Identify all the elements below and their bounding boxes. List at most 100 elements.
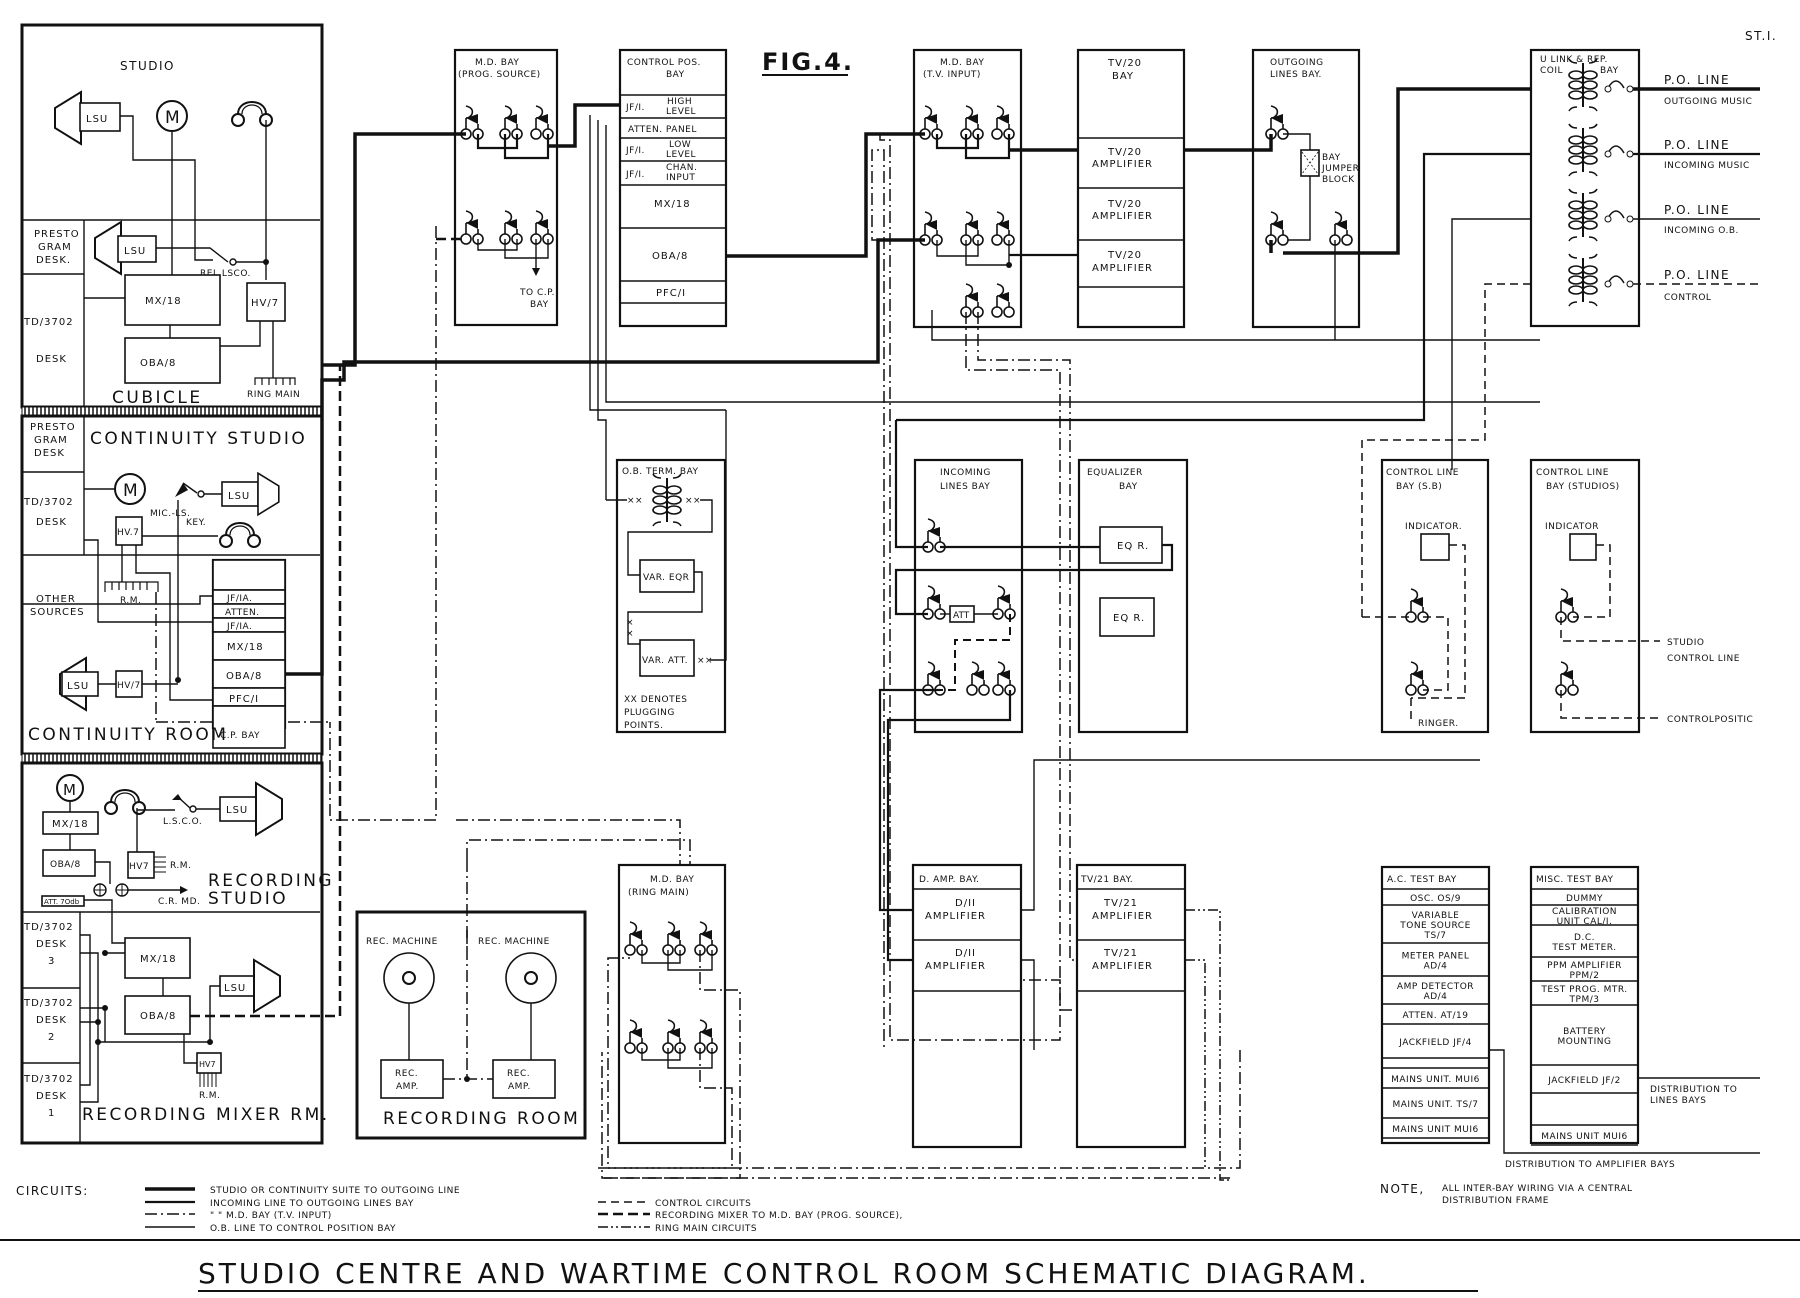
- bay-subtitle: BAY: [1112, 71, 1134, 82]
- bay-title: TV/21 BAY.: [1080, 875, 1133, 885]
- cp-row-sub: CHAN.: [666, 163, 697, 173]
- note-text: ALL INTER-BAY WIRING VIA A CENTRAL: [1442, 1184, 1633, 1194]
- cp-pfc1-label: PFC/I: [229, 694, 259, 705]
- cp-jf1a-label: JF/IA.: [226, 594, 252, 604]
- headphones-icon: [219, 522, 261, 548]
- test-bay-row-label: JACKFIELD JF/4: [1398, 1038, 1472, 1048]
- amp-label: AMPLIFIER: [925, 911, 986, 922]
- other-sources-label-2: SOURCES: [30, 607, 85, 618]
- lsu-label: LSU: [226, 805, 248, 816]
- desk2-label-1: TD/3702: [23, 998, 74, 1009]
- rm-label: R.M.: [120, 596, 141, 606]
- bay-title: D. AMP. BAY.: [919, 875, 980, 885]
- speaker-icon: [253, 959, 281, 1013]
- plug-point-mark: ×: [626, 629, 634, 639]
- test-bay-row-label: MOUNTING: [1557, 1037, 1611, 1047]
- rec-amp-label: AMP.: [396, 1082, 419, 1092]
- control-line-bay-studios: CONTROL LINE BAY (STUDIOS) INDICATOR STU…: [1529, 458, 1753, 734]
- hv7-label: HV.7: [117, 528, 139, 538]
- figure-label: FIG.4.: [762, 48, 854, 76]
- plug-point-mark: ×: [626, 618, 634, 628]
- legend: CIRCUITS: STUDIO OR CONTINUITY SUITE TO …: [16, 1184, 902, 1234]
- legend-item: STUDIO OR CONTINUITY SUITE TO OUTGOING L…: [210, 1186, 460, 1196]
- equalizer-bay: EQUALIZER BAY EQ R. EQ R.: [1077, 458, 1189, 734]
- bay-subtitle: (T.V. INPUT): [923, 70, 981, 80]
- mic-key-label-1: MIC.-LS.: [150, 509, 190, 519]
- recording-room: REC. MACHINE REC. MACHINE REC. AMP. REC.…: [355, 860, 587, 1140]
- lsu-label: LSU: [228, 491, 250, 502]
- rec-amp-label: REC.: [507, 1069, 530, 1079]
- test-bay-row-label: DUMMY: [1566, 894, 1603, 904]
- test-bay-row-label: AD/4: [1424, 962, 1448, 972]
- md-bay-tv-input: M.D. BAY (T.V. INPUT): [912, 48, 1023, 329]
- continuity-room-label: CONTINUITY ROOM: [28, 725, 228, 745]
- d-amp-bay: D. AMP. BAY. D/II AMPLIFIER D/II AMPLIFI…: [911, 863, 1023, 1149]
- desk2-label-2: DESK: [36, 1015, 67, 1026]
- cp-row-sub: HIGH: [667, 97, 692, 107]
- cp-stack: JF/IA. ATTEN. JF/IA. MX/18 OBA/8 PFC/I C…: [21, 558, 323, 764]
- bay-title: U LINK & REP.: [1540, 55, 1608, 65]
- amp-label: TV/20: [1107, 147, 1142, 158]
- cp-row-sub: LEVEL: [666, 150, 696, 160]
- test-bay-row-label: UNIT CAL/I.: [1557, 917, 1613, 927]
- lsu-label: LSU: [224, 983, 246, 994]
- bay-subtitle: LINES BAY: [940, 482, 990, 492]
- cp-row-label: JF/I.: [625, 103, 645, 113]
- amp-label: AMPLIFIER: [1092, 263, 1153, 274]
- test-bay-row-label: MAINS UNIT MUI6: [1541, 1132, 1627, 1142]
- att-label: ATT. 7Odb: [44, 898, 80, 906]
- po-line-label: P.O. LINE: [1664, 203, 1730, 217]
- rec-machine-label: REC. MACHINE: [478, 937, 550, 947]
- bay-subtitle: (PROG. SOURCE): [458, 70, 541, 80]
- test-bay-row-label: MAINS UNIT. MUI6: [1391, 1075, 1480, 1085]
- desk2-label-3: 2: [48, 1032, 55, 1043]
- bay-title: INCOMING: [940, 468, 991, 478]
- test-bay-row-label: METER PANEL: [1402, 952, 1470, 962]
- test-bay-row-label: MAINS UNIT MUI6: [1392, 1125, 1478, 1135]
- cubicle-label: CUBICLE: [112, 388, 203, 408]
- bay-title: A.C. TEST BAY: [1387, 875, 1457, 885]
- rec-amp-label: REC.: [395, 1069, 418, 1079]
- cp-row-label: JF/I.: [625, 170, 645, 180]
- mx18-label: MX/18: [140, 954, 177, 965]
- bay-title: CONTROL LINE: [1386, 468, 1459, 478]
- mic-label: M: [63, 781, 76, 799]
- var-eqr-label: VAR. EQR: [643, 573, 689, 583]
- plug-point-mark: ××: [697, 656, 713, 666]
- microphone-icon: [114, 473, 146, 505]
- distribution-amp-label: DISTRIBUTION TO AMPLIFIER BAYS: [1505, 1160, 1675, 1170]
- bay-subtitle: BAY: [666, 70, 685, 80]
- distribution-lines-label: LINES BAYS: [1650, 1096, 1707, 1106]
- mic-key-label-2: KEY.: [186, 518, 206, 528]
- studio-label: STUDIO: [208, 889, 288, 909]
- mic-label: M: [123, 481, 138, 501]
- amp-label: TV/21: [1103, 898, 1138, 909]
- outgoing-lines-bay: OUTGOING LINES BAY. BAY JUMPER BLOCK: [1251, 48, 1361, 329]
- desk-label: DESK: [36, 517, 67, 528]
- studio-control-line-label: CONTROL LINE: [1667, 654, 1740, 664]
- to-cp-label: BAY: [530, 300, 549, 310]
- cp-bay-label: C.P. BAY: [220, 731, 260, 741]
- cp-row-label: PFC/I: [656, 288, 686, 299]
- presto-label-2: GRAM: [38, 242, 72, 253]
- u-link-rep-coil-bay: U LINK & REP. COIL BAY P.O. LINE OUTGOIN…: [1529, 48, 1760, 328]
- hv7-box: [246, 282, 286, 322]
- speaker-icon: [54, 91, 82, 145]
- continuity-studio-label: CONTINUITY STUDIO: [90, 429, 307, 449]
- studio-control-line-label: STUDIO: [1667, 638, 1704, 648]
- cp-row-sub: LEVEL: [666, 107, 696, 117]
- crmd-label: C.R. MD.: [158, 897, 200, 907]
- bay-subtitle: BAY: [1600, 66, 1619, 76]
- presto-label-1: PRESTO: [34, 229, 80, 240]
- legend-item: CONTROL CIRCUITS: [655, 1199, 751, 1209]
- bay-title: M.D. BAY: [940, 58, 984, 68]
- test-bay-row-label: TS/7: [1424, 931, 1447, 941]
- speaker-icon: [94, 221, 122, 275]
- indicator-box: [1569, 533, 1597, 561]
- ob-term-bay: O.B. TERM. BAY ×× ×× VAR. EQR × × VAR. A…: [606, 410, 727, 734]
- cp-row-label: MX/18: [654, 199, 691, 210]
- mx18-label: MX/18: [145, 296, 182, 307]
- cp-row-label: OBA/8: [652, 251, 688, 262]
